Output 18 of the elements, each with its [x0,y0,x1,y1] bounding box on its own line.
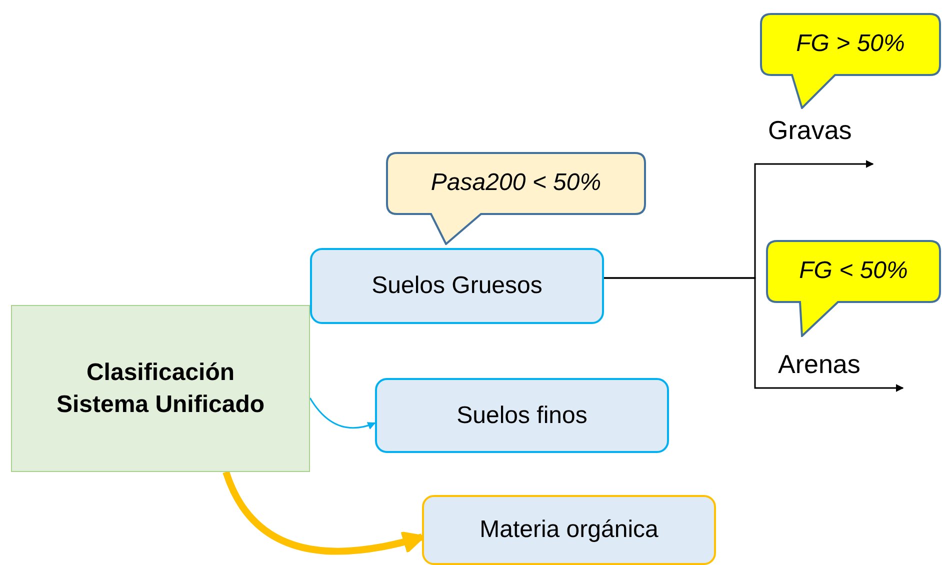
edge-label: Gravas [768,114,852,147]
speech-callout [766,240,941,337]
node-text: Suelos finos [456,400,588,430]
rounded-box [310,248,604,324]
node-text: Pasa200 < 50% [430,168,602,198]
node-text: Suelos Gruesos [372,271,542,301]
rounded-box [375,378,669,453]
category-box [11,305,310,472]
node-text: FG > 50% [796,29,905,59]
node-text: FG < 50% [799,256,908,286]
edge-label: Arenas [778,348,860,381]
arrow [309,398,376,430]
speech-callout [760,13,941,109]
rounded-box [422,495,716,565]
speech-callout [386,152,646,245]
node-text: Materia orgánica [480,515,658,545]
node-text: Clasificación Sistema Unificado [55,358,266,420]
arrow [604,277,904,392]
